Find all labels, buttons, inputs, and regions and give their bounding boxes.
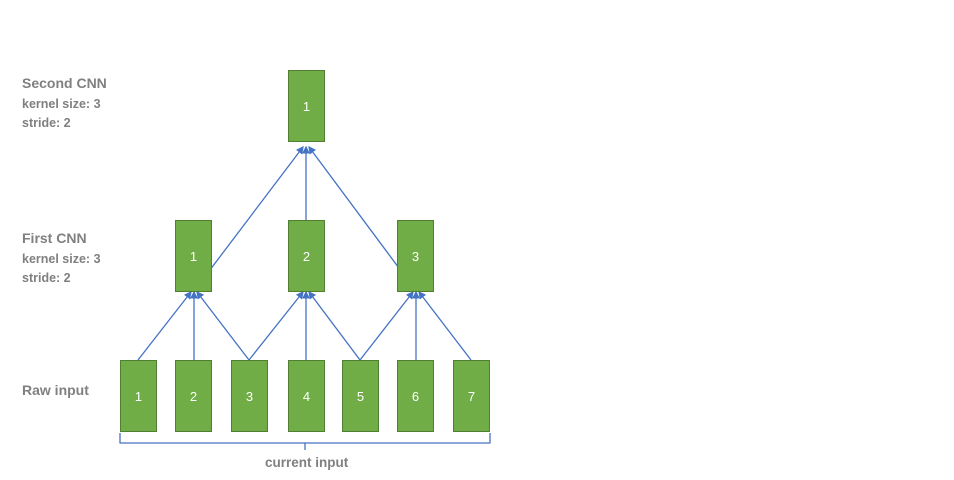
node-raw-input-4[interactable]: 4	[288, 360, 325, 432]
node-label: 6	[411, 388, 420, 404]
layer-label-raw-input: Raw input	[22, 381, 89, 402]
node-raw-input-3[interactable]: 3	[231, 360, 268, 432]
node-label: 3	[411, 248, 420, 264]
node-first-cnn-3[interactable]: 3	[397, 220, 434, 292]
node-raw-input-5[interactable]: 5	[342, 360, 379, 432]
layer-stride-second-cnn: stride: 2	[22, 116, 71, 130]
layer-title-second-cnn: Second CNN	[22, 75, 107, 91]
node-label: 1	[189, 248, 198, 264]
node-raw-input-7[interactable]: 7	[453, 360, 490, 432]
node-second-cnn-1[interactable]: 1	[288, 70, 325, 142]
layer-label-first-cnn: First CNN kernel size: 3 stride: 2	[22, 229, 101, 288]
node-label: 5	[356, 388, 365, 404]
node-label: 4	[302, 388, 311, 404]
node-raw-input-2[interactable]: 2	[175, 360, 212, 432]
layer-title-first-cnn: First CNN	[22, 230, 87, 246]
node-label: 2	[302, 248, 311, 264]
current-input-bracket	[119, 433, 491, 450]
node-first-cnn-2[interactable]: 2	[288, 220, 325, 292]
node-first-cnn-1[interactable]: 1	[175, 220, 212, 292]
layer-stride-first-cnn: stride: 2	[22, 271, 71, 285]
node-label: 1	[134, 388, 143, 404]
layer-label-second-cnn: Second CNN kernel size: 3 stride: 2	[22, 74, 107, 133]
layer-title-raw-input: Raw input	[22, 382, 89, 398]
edges-raw-to-first	[137, 290, 472, 361]
layer-kernel-first-cnn: kernel size: 3	[22, 252, 101, 266]
node-raw-input-1[interactable]: 1	[120, 360, 157, 432]
layer-kernel-second-cnn: kernel size: 3	[22, 97, 101, 111]
node-raw-input-6[interactable]: 6	[397, 360, 434, 432]
node-label: 2	[189, 388, 198, 404]
current-input-label: current input	[265, 455, 349, 470]
node-label: 1	[302, 98, 311, 114]
node-label: 7	[467, 388, 476, 404]
node-label: 3	[245, 388, 254, 404]
